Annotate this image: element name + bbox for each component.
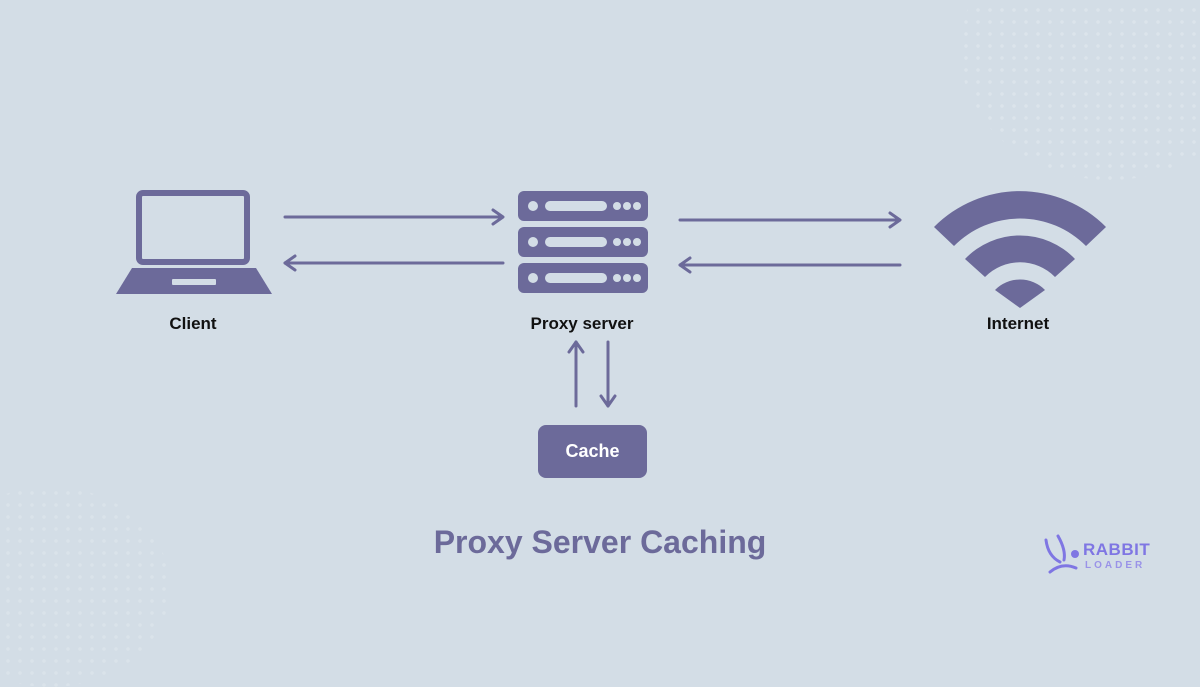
internet-label: Internet [986, 314, 1050, 333]
cache-box: Cache [538, 425, 647, 478]
arrow-internet-to-proxy [678, 256, 902, 274]
logo-text-rabbit: RABBIT [1083, 540, 1151, 559]
server-icon [518, 191, 648, 293]
arrow-client-to-proxy [283, 208, 505, 226]
arrow-cache-to-proxy [567, 340, 585, 408]
arrow-proxy-to-client [283, 254, 505, 272]
client-label: Client [169, 314, 217, 333]
rabbit-icon [1044, 534, 1079, 574]
wifi-icon [934, 191, 1106, 308]
cache-label: Cache [565, 441, 620, 461]
arrow-proxy-to-internet [678, 211, 902, 229]
logo-text-loader: LOADER [1085, 560, 1146, 571]
proxy-server-label: Proxy server [530, 314, 634, 333]
flow-arrows [283, 208, 902, 408]
diagram-title: Proxy Server Caching [433, 524, 767, 560]
laptop-icon [116, 190, 272, 294]
arrow-proxy-to-cache [599, 340, 617, 408]
